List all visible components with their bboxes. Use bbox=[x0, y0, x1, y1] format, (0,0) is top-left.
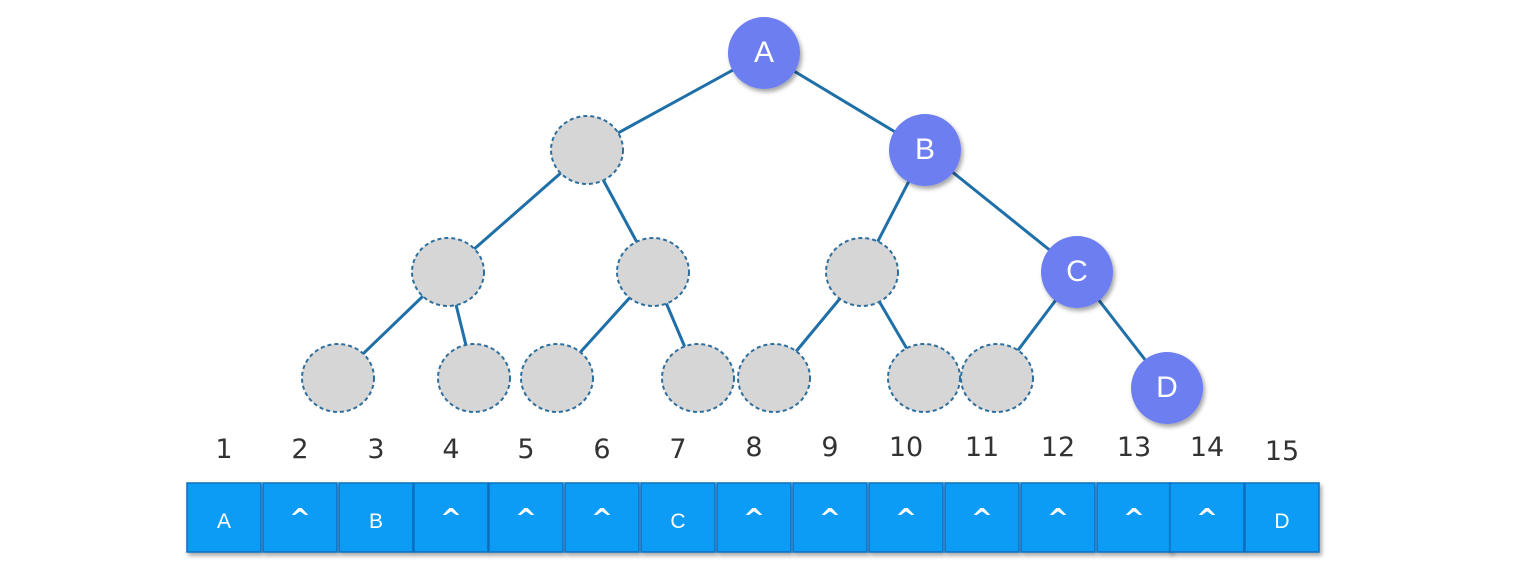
array-cells: A ^ B ^ ^ ^ C ^ ^ ^ ^ ^ ^ ^ D bbox=[186, 482, 1320, 553]
array-index-label: 1 bbox=[215, 434, 232, 465]
node-circle bbox=[825, 237, 899, 307]
array-cell-label: A bbox=[217, 510, 231, 533]
node-circle bbox=[728, 17, 800, 89]
array-index-label: 3 bbox=[367, 434, 384, 465]
array-index-label: 7 bbox=[669, 434, 686, 465]
array-cell-label: ^ bbox=[440, 504, 462, 534]
array-cell-label: D bbox=[1274, 510, 1289, 533]
node-circle bbox=[301, 343, 375, 413]
array-cell-box bbox=[944, 482, 1020, 553]
node-label: B bbox=[915, 133, 935, 166]
node-circle bbox=[661, 343, 735, 413]
array-cell: ^ bbox=[944, 482, 1020, 553]
array-cell-label: B bbox=[369, 510, 383, 533]
array-cell-label: C bbox=[670, 510, 685, 533]
array-cell-box bbox=[413, 482, 489, 553]
array-cell-box bbox=[868, 482, 944, 553]
tree-node-empty bbox=[825, 237, 899, 307]
array-index-label: 2 bbox=[291, 434, 308, 465]
array-cell-box bbox=[564, 482, 640, 553]
tree-node-empty bbox=[960, 343, 1034, 413]
array-cell-label: ^ bbox=[895, 504, 917, 534]
array-cell: A bbox=[186, 482, 262, 553]
array-cell-box bbox=[338, 482, 414, 553]
array-cell-label: ^ bbox=[289, 504, 311, 534]
tree-node-filled: D bbox=[1131, 352, 1203, 424]
tree-node-empty bbox=[301, 343, 375, 413]
tree-node-filled: B bbox=[889, 114, 961, 186]
array-cell-box bbox=[640, 482, 716, 553]
array-index-label: 8 bbox=[745, 432, 762, 463]
array-cell: C bbox=[640, 482, 716, 553]
array-cell: ^ bbox=[413, 482, 489, 553]
array-cell-label: ^ bbox=[591, 504, 613, 534]
array-cell: ^ bbox=[1169, 482, 1245, 553]
array-cell-label: ^ bbox=[1123, 504, 1145, 534]
node-circle bbox=[411, 237, 485, 307]
array-cell-box bbox=[716, 482, 792, 553]
tree-node-empty bbox=[520, 343, 594, 413]
node-circle bbox=[1131, 352, 1203, 424]
array-cell-box bbox=[1244, 482, 1320, 553]
tree-node-empty bbox=[550, 115, 624, 185]
array-cell: ^ bbox=[868, 482, 944, 553]
array-index-label: 14 bbox=[1190, 432, 1224, 463]
array-cell-label: ^ bbox=[971, 504, 993, 534]
node-circle bbox=[1041, 236, 1113, 308]
array-cell: ^ bbox=[488, 482, 564, 553]
array-cell-box bbox=[1020, 482, 1096, 553]
array-cell: ^ bbox=[716, 482, 792, 553]
array-index-label: 9 bbox=[821, 432, 838, 463]
array-cell-box bbox=[186, 482, 262, 553]
array-cell-label: ^ bbox=[515, 504, 537, 534]
array-cell-box bbox=[1096, 482, 1172, 553]
array-index-label: 12 bbox=[1041, 432, 1075, 463]
array-cell-label: ^ bbox=[1047, 504, 1069, 534]
tree-node-empty bbox=[737, 343, 811, 413]
node-circle bbox=[616, 237, 690, 307]
tree-node-empty bbox=[661, 343, 735, 413]
node-circle bbox=[550, 115, 624, 185]
node-label: D bbox=[1156, 371, 1178, 404]
tree-node-empty bbox=[616, 237, 690, 307]
array-cell: ^ bbox=[564, 482, 640, 553]
node-circle bbox=[520, 343, 594, 413]
array-index-label: 5 bbox=[517, 434, 534, 465]
node-label: C bbox=[1066, 255, 1088, 288]
tree-node-filled: A bbox=[728, 17, 800, 89]
array-index-label: 13 bbox=[1117, 432, 1151, 463]
array-cell-label: ^ bbox=[1196, 504, 1218, 534]
array-cell: ^ bbox=[1096, 482, 1172, 553]
array-cell-box bbox=[488, 482, 564, 553]
tree-node-empty bbox=[411, 237, 485, 307]
node-circle bbox=[437, 343, 511, 413]
array-cell: D bbox=[1244, 482, 1320, 553]
array-cell: ^ bbox=[792, 482, 868, 553]
array-cell-box bbox=[1169, 482, 1245, 553]
array-cell-label: ^ bbox=[743, 504, 765, 534]
array-index-label: 15 bbox=[1265, 436, 1299, 467]
node-label: A bbox=[754, 36, 774, 69]
array-index-label: 11 bbox=[965, 432, 999, 463]
array-index-label: 10 bbox=[889, 432, 923, 463]
node-circle bbox=[889, 114, 961, 186]
tree-node-empty bbox=[887, 343, 961, 413]
tree-edges bbox=[336, 51, 1169, 389]
array-cell-box bbox=[792, 482, 868, 553]
tree-node-filled: C bbox=[1041, 236, 1113, 308]
array-cell: B bbox=[338, 482, 414, 553]
array-cell-label: ^ bbox=[819, 504, 841, 534]
tree-nodes: A B C D bbox=[301, 17, 1203, 424]
array-cell-box bbox=[262, 482, 338, 553]
array-cell: ^ bbox=[262, 482, 338, 553]
node-circle bbox=[960, 343, 1034, 413]
array-cell: ^ bbox=[1020, 482, 1096, 553]
array-index-label: 4 bbox=[442, 434, 459, 465]
node-circle bbox=[737, 343, 811, 413]
node-circle bbox=[887, 343, 961, 413]
tree-node-empty bbox=[437, 343, 511, 413]
array-index-label: 6 bbox=[593, 434, 610, 465]
